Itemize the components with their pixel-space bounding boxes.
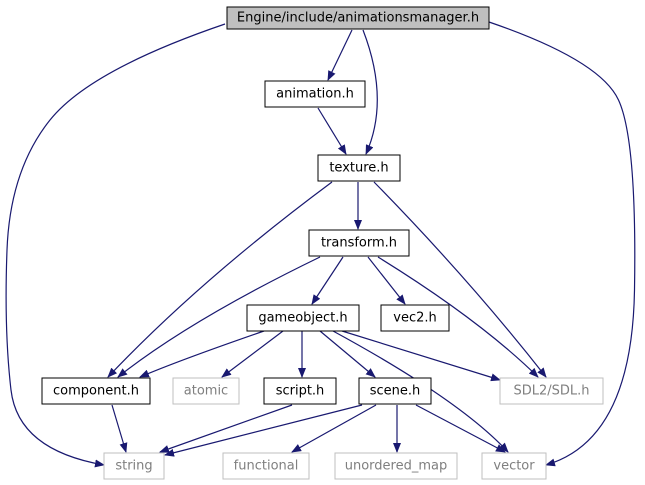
node-root[interactable]: Engine/include/animationsmanager.h — [226, 6, 490, 30]
node-string: string — [103, 452, 165, 480]
edge-root-to-vector — [488, 21, 636, 467]
edge-transform-to-sdl — [377, 256, 539, 378]
node-scene[interactable]: scene.h — [358, 377, 432, 405]
edge-gameobject-to-component — [139, 330, 265, 378]
node-atomic-label: atomic — [184, 384, 228, 399]
edge-transform-to-vec2 — [367, 256, 406, 305]
node-transform[interactable]: transform.h — [308, 229, 410, 257]
node-scene-box — [358, 377, 432, 405]
node-sdl-label: SDL2/SDL.h — [513, 384, 589, 399]
edge-root-to-string — [5, 23, 226, 468]
node-texture-box — [317, 154, 401, 182]
edge-gameobject-to-atomic — [221, 330, 284, 378]
edge-root-to-animation — [327, 29, 353, 81]
edge-root-to-texture — [362, 29, 378, 155]
edge-scene-to-vector — [415, 404, 506, 453]
node-unordered-map-label: unordered_map — [345, 459, 448, 474]
node-vector-label: vector — [493, 459, 535, 474]
edge-transform-to-gameobject — [311, 256, 344, 305]
node-vector: vector — [481, 452, 547, 480]
node-atomic: atomic — [172, 377, 240, 405]
node-transform-box — [308, 229, 410, 257]
edge-gameobject-to-sdl — [341, 330, 501, 382]
node-animation-label: animation.h — [276, 87, 354, 102]
node-texture-label: texture.h — [329, 161, 388, 176]
edge-texture-to-component — [107, 181, 333, 378]
node-script-box — [263, 377, 337, 405]
node-animation[interactable]: animation.h — [264, 80, 366, 108]
node-vec2[interactable]: vec2.h — [380, 304, 450, 332]
node-vec2-box — [380, 304, 450, 332]
node-functional-label: functional — [234, 459, 299, 474]
node-texture[interactable]: texture.h — [317, 154, 401, 182]
dependency-edges — [5, 21, 636, 468]
node-unordered-map: unordered_map — [334, 452, 458, 480]
node-vector-box — [481, 452, 547, 480]
edge-scene-to-string — [164, 404, 363, 457]
node-gameobject-box — [246, 304, 360, 332]
node-gameobject[interactable]: gameobject.h — [246, 304, 360, 332]
node-scene-label: scene.h — [370, 384, 421, 399]
node-animation-box — [264, 80, 366, 108]
node-root-box — [226, 6, 490, 30]
edge-texture-to-sdl — [373, 181, 547, 378]
file-nodes: Engine/include/animationsmanager.h animat… — [41, 6, 604, 480]
node-atomic-box — [172, 377, 240, 405]
node-functional: functional — [222, 452, 310, 480]
node-unordered-map-box — [334, 452, 458, 480]
node-script-label: script.h — [276, 384, 325, 399]
edge-script-to-string — [159, 404, 293, 453]
node-script[interactable]: script.h — [263, 377, 337, 405]
node-functional-box — [222, 452, 310, 480]
node-component[interactable]: component.h — [41, 377, 151, 405]
node-root-label: Engine/include/animationsmanager.h — [237, 11, 479, 26]
node-component-box — [41, 377, 151, 405]
edge-gameobject-to-scene — [319, 330, 376, 378]
edge-scene-to-functional — [291, 404, 377, 453]
node-sdl-box — [499, 377, 604, 405]
edge-component-to-string — [111, 404, 128, 453]
node-string-box — [103, 452, 165, 480]
node-vec2-label: vec2.h — [393, 311, 436, 326]
node-component-label: component.h — [53, 384, 139, 399]
edge-transform-to-component — [117, 256, 321, 378]
edge-gameobject-to-vector — [332, 330, 509, 453]
node-transform-label: transform.h — [321, 236, 397, 251]
node-gameobject-label: gameobject.h — [258, 311, 347, 326]
node-string-label: string — [115, 459, 152, 474]
edge-animation-to-texture — [317, 107, 347, 155]
node-sdl: SDL2/SDL.h — [499, 377, 604, 405]
